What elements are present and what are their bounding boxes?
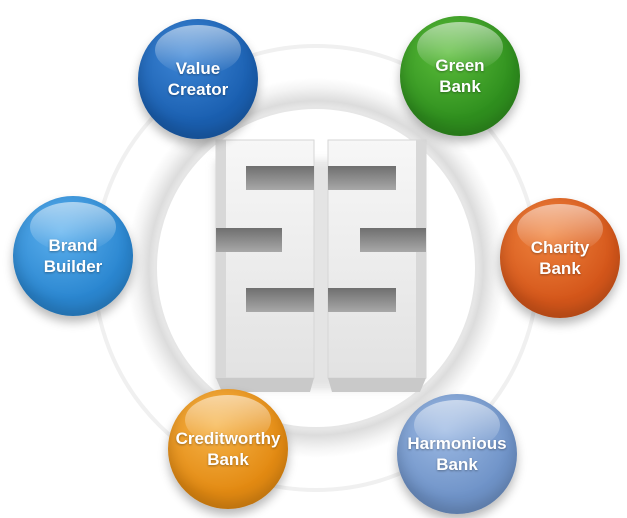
emblem-slot [328, 288, 396, 312]
emblem-slot [246, 288, 314, 312]
node-harmonious-bank: Harmonious Bank [397, 394, 517, 514]
node-brand-builder: Brand Builder [13, 196, 133, 316]
node-label-line: Brand [48, 236, 98, 255]
emblem-base-right [328, 378, 426, 392]
node-creditworthy-bank: Creditworthy Bank [168, 389, 288, 509]
node-label-line: Bank [439, 77, 481, 96]
node-label-line: Green [435, 56, 485, 75]
emblem-slot [246, 166, 314, 190]
node-label-line: Bank [436, 455, 478, 474]
node-label-line: Builder [43, 257, 103, 276]
emblem-slot [216, 228, 282, 252]
node-green-bank: Green Bank [400, 16, 520, 136]
node-label-line: Charity [530, 238, 590, 257]
node-value-creator: Value Creator [138, 19, 258, 139]
emblem-slot [328, 166, 396, 190]
emblem-left-half [215, 139, 315, 379]
node-label-line: Bank [539, 259, 581, 278]
node-label-line: Creator [167, 80, 229, 99]
node-label-line: Creditworthy [175, 429, 281, 448]
node-charity-bank: Charity Bank [500, 198, 620, 318]
emblem-right-half [327, 139, 427, 379]
node-label-line: Harmonious [407, 434, 507, 453]
emblem-base-left [216, 378, 314, 392]
node-label-line: Value [175, 59, 221, 78]
node-label-line: Bank [207, 450, 249, 469]
emblem-slot [360, 228, 426, 252]
